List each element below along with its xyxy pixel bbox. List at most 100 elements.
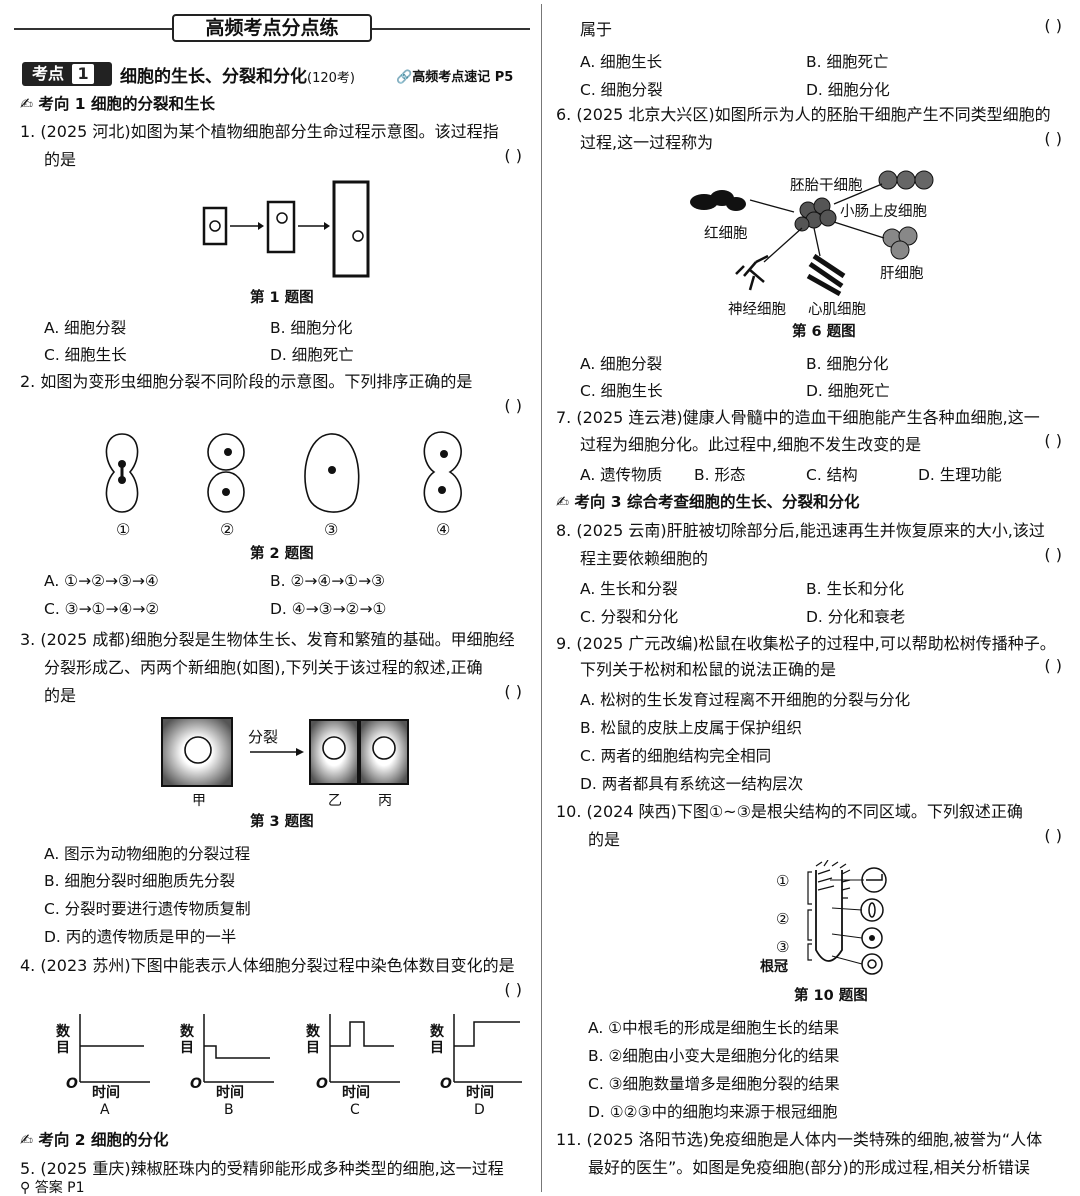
q2-option-b[interactable]: B. ②→④→①→③ [270, 572, 386, 590]
q3-option-d[interactable]: D. 丙的遗传物质是甲的一半 [44, 928, 237, 946]
q4-graph-c [329, 1014, 400, 1083]
q9-option-a[interactable]: A. 松树的生长发育过程离不开细胞的分裂与分化 [580, 691, 911, 709]
q1-option-b[interactable]: B. 细胞分化 [270, 319, 353, 337]
kaodian-link-text[interactable]: 高频考点速记 P5 [412, 70, 514, 85]
q4-graph-a-label[interactable]: A [100, 1102, 110, 1118]
q3-option-a[interactable]: A. 图示为动物细胞的分裂过程 [44, 845, 251, 863]
q5-option-c[interactable]: C. 细胞分裂 [580, 81, 663, 99]
q9-option-c[interactable]: C. 两者的细胞结构完全相同 [580, 747, 772, 765]
q7-option-a[interactable]: A. 遗传物质 [580, 466, 663, 484]
q1-figure [202, 180, 370, 278]
q4-a-ylabel: 数目 [56, 1024, 70, 1056]
q2-label-4: ④ [436, 520, 451, 539]
q5-option-a[interactable]: A. 细胞生长 [580, 53, 663, 71]
q11-stem-line2: 最好的医生”。如图是免疫细胞(部分)的形成过程,相关分析错误 [588, 1158, 1030, 1177]
q2-option-d[interactable]: D. ④→③→②→① [270, 600, 387, 618]
q4-c-origin: O [316, 1076, 328, 1092]
q7-option-c[interactable]: C. 结构 [806, 466, 858, 484]
q3-option-b[interactable]: B. 细胞分裂时细胞质先分裂 [44, 872, 235, 890]
q1-option-a[interactable]: A. 细胞分裂 [44, 319, 127, 337]
q4-graph-c-label[interactable]: C [350, 1102, 360, 1118]
footer-answer[interactable]: ⚲ 答案 P1 [20, 1180, 85, 1196]
q8-stem-line1: 8. (2025 云南)肝脏被切除部分后,能迅速再生并恢复原来的大小,该过 [556, 521, 1045, 540]
q2-option-c[interactable]: C. ③→①→④→② [44, 600, 160, 618]
q6-option-c[interactable]: C. 细胞生长 [580, 382, 663, 400]
q4-graph-a [79, 1014, 150, 1083]
q3-stem-line3: 的是 [44, 686, 77, 705]
q9-answer-blank[interactable]: ( ) [1044, 656, 1062, 675]
q6-label-nerve: 神经细胞 [728, 302, 786, 318]
q4-graphs [79, 1014, 522, 1083]
q7-answer-blank[interactable]: ( ) [1044, 431, 1062, 450]
q4-graph-d-label[interactable]: D [474, 1102, 485, 1118]
q4-b-ylabel: 数目 [180, 1024, 194, 1056]
q1-stem-line1: 1. (2025 河北)如图为某个植物细胞部分生命过程示意图。该过程指 [20, 122, 499, 141]
kaodian-link[interactable]: 🔗高频考点速记 P5 [396, 66, 513, 85]
q6-label-stem: 胚胎干细胞 [790, 178, 863, 194]
q10-option-d[interactable]: D. ①②③中的细胞均来源于根冠细胞 [588, 1103, 838, 1121]
q2-caption: 第 2 题图 [250, 546, 314, 562]
q4-c-xlabel: 时间 [342, 1085, 370, 1101]
pen-icon: ✍ [556, 493, 569, 511]
q1-caption: 第 1 题图 [250, 290, 314, 306]
q9-stem-line1: 9. (2025 广元改编)松鼠在收集松子的过程中,可以帮助松树传播种子。 [556, 634, 1056, 653]
q5-answer-blank[interactable]: ( ) [1044, 16, 1062, 35]
q9-option-d[interactable]: D. 两者都具有系统这一结构层次 [580, 775, 804, 793]
q6-answer-blank[interactable]: ( ) [1044, 129, 1062, 148]
banner-rule-left [14, 28, 174, 30]
q10-answer-blank[interactable]: ( ) [1044, 826, 1062, 845]
q4-answer-blank[interactable]: ( ) [504, 980, 522, 999]
q8-option-a[interactable]: A. 生长和分裂 [580, 580, 678, 598]
q8-option-c[interactable]: C. 分裂和分化 [580, 608, 679, 626]
q8-option-d[interactable]: D. 分化和衰老 [806, 608, 906, 626]
q6-option-a[interactable]: A. 细胞分裂 [580, 355, 663, 373]
q4-graph-b-label[interactable]: B [224, 1102, 234, 1118]
q3-label-yi: 乙 [328, 793, 342, 809]
q1-option-c[interactable]: C. 细胞生长 [44, 346, 127, 364]
q6-label-heart: 心肌细胞 [808, 302, 866, 318]
q2-answer-blank[interactable]: ( ) [504, 396, 522, 415]
q3-caption: 第 3 题图 [250, 814, 314, 830]
q6-option-d[interactable]: D. 细胞死亡 [806, 382, 890, 400]
q6-option-b[interactable]: B. 细胞分化 [806, 355, 889, 373]
q8-option-b[interactable]: B. 生长和分化 [806, 580, 904, 598]
q7-option-d[interactable]: D. 生理功能 [918, 466, 1002, 484]
q3-answer-blank[interactable]: ( ) [504, 682, 522, 701]
kaodian-title: 细胞的生长、分裂和分化(120考) [120, 62, 355, 87]
q5-option-d[interactable]: D. 细胞分化 [806, 81, 890, 99]
q9-option-b[interactable]: B. 松鼠的皮肤上皮属于保护组织 [580, 719, 802, 737]
q10-label-rootcap: 根冠 [760, 959, 788, 975]
q6-label-intestine: 小肠上皮细胞 [840, 204, 927, 220]
q7-option-b[interactable]: B. 形态 [694, 466, 746, 484]
q2-label-2: ② [220, 520, 235, 539]
q10-caption: 第 10 题图 [794, 988, 868, 1004]
q10-label-3: ③ [776, 938, 790, 956]
q3-option-c[interactable]: C. 分裂时要进行遗传物质复制 [44, 900, 251, 918]
direction-1: ✍ 考向 1 细胞的分裂和生长 [20, 92, 215, 114]
q8-answer-blank[interactable]: ( ) [1044, 545, 1062, 564]
q10-stem-line1: 10. (2024 陕西)下图①~③是根尖结构的不同区域。下列叙述正确 [556, 802, 1023, 821]
q10-option-c[interactable]: C. ③细胞数量增多是细胞分裂的结果 [588, 1075, 840, 1093]
direction-3: ✍ 考向 3 综合考查细胞的生长、分裂和分化 [556, 490, 860, 512]
q5-option-b[interactable]: B. 细胞死亡 [806, 53, 889, 71]
q1-stem-line2: 的是 [44, 150, 77, 169]
q2-stem-line1: 2. 如图为变形虫细胞分裂不同阶段的示意图。下列排序正确的是 [20, 372, 473, 391]
footer-answer-text[interactable]: 答案 P1 [34, 1180, 85, 1196]
q1-answer-blank[interactable]: ( ) [504, 146, 522, 165]
q6-stem-line2: 过程,这一过程称为 [580, 133, 714, 152]
q5-stem-line1: 5. (2025 重庆)辣椒胚珠内的受精卵能形成多种类型的细胞,这一过程 [20, 1159, 504, 1178]
q6-figure [690, 170, 934, 297]
q10-option-b[interactable]: B. ②细胞由小变大是细胞分化的结果 [588, 1047, 840, 1065]
q4-d-ylabel: 数目 [430, 1024, 444, 1056]
q4-c-ylabel: 数目 [306, 1024, 320, 1056]
q3-arrow-label: 分裂 [248, 728, 279, 746]
pen-icon: ✍ [20, 95, 33, 113]
q11-stem-line1: 11. (2025 洛阳节选)免疫细胞是人体内一类特殊的细胞,被誉为“人体 [556, 1130, 1043, 1149]
q10-option-a[interactable]: A. ①中根毛的形成是细胞生长的结果 [588, 1019, 840, 1037]
q1-option-d[interactable]: D. 细胞死亡 [270, 346, 354, 364]
q2-option-a[interactable]: A. ①→②→③→④ [44, 572, 159, 590]
banner-title: 高频考点分点练 [172, 14, 372, 42]
q6-stem-line1: 6. (2025 北京大兴区)如图所示为人的胚胎干细胞产生不同类型细胞的 [556, 105, 1051, 124]
kaodian-title-text: 细胞的生长、分裂和分化 [120, 67, 307, 87]
